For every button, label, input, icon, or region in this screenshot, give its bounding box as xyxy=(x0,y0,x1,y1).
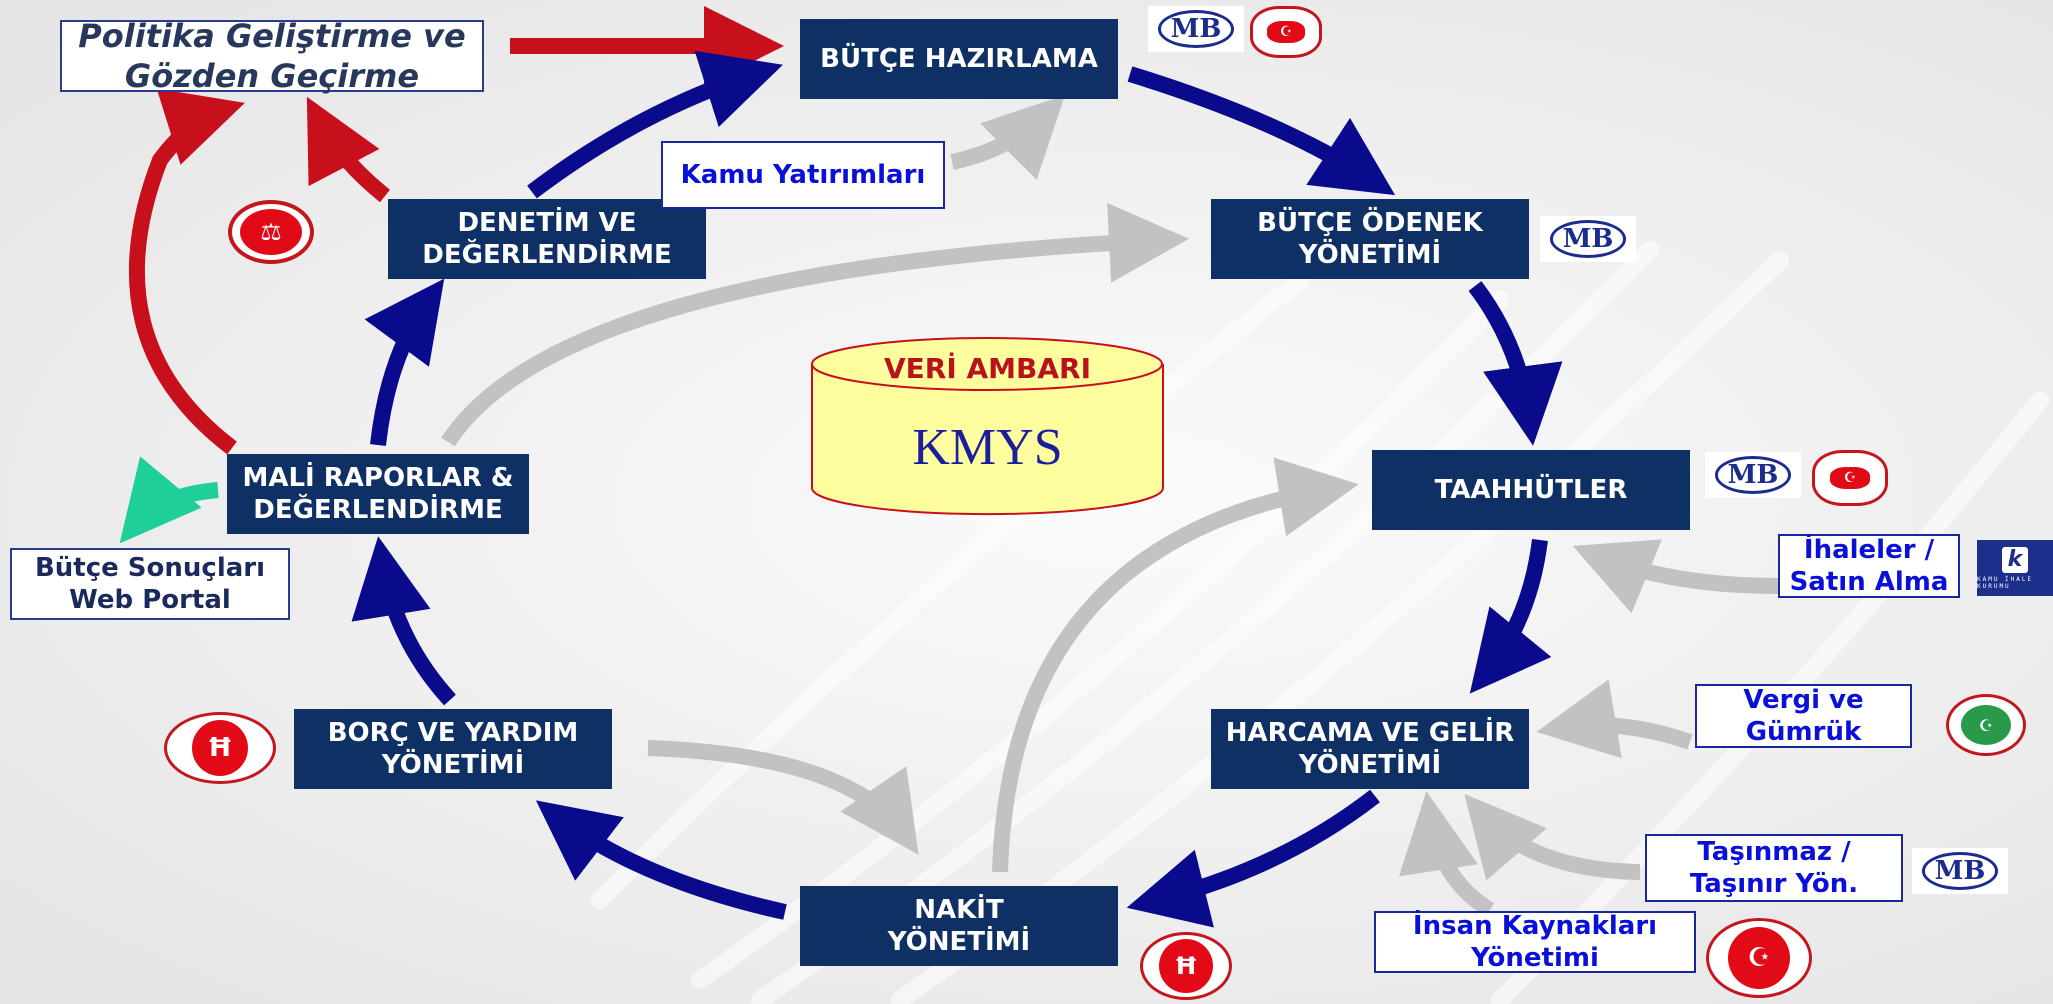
devlet-personel-baskanligi-logo: ☪ xyxy=(1706,918,1812,998)
data-warehouse-title: VERİ AMBARI xyxy=(883,352,1092,385)
arrow-denetim-to-politika xyxy=(306,96,391,203)
arrow-mali-to-odenek xyxy=(441,202,1189,447)
input-vergi-label: Vergi ve Gümrük xyxy=(1743,685,1864,747)
input-insan-kaynaklari-label: İnsan Kaynakları Yönetimi xyxy=(1412,911,1658,973)
arrow-borc-to-mali xyxy=(351,536,456,706)
node-butce-odenek-label: BÜTÇE ÖDENEK YÖNETİMİ xyxy=(1257,208,1483,270)
mb-icon: MB xyxy=(1549,220,1627,258)
maliye-bakanligi-logo-4: MB xyxy=(1912,848,2008,894)
mb-icon: MB xyxy=(1921,852,1999,890)
data-warehouse-cylinder: VERİ AMBARI KMYS xyxy=(810,336,1165,518)
input-kamu-yatirimlari: Kamu Yatırımları xyxy=(661,141,945,209)
scales-icon: ⚖ xyxy=(240,209,302,255)
maliye-bakanligi-logo-2: MB xyxy=(1540,216,1636,262)
output-butce-portal-label: Bütçe Sonuçları Web Portal xyxy=(34,553,266,615)
gelir-idaresi-logo: ☪ xyxy=(1946,694,2026,756)
input-tasinmaz: Taşınmaz / Taşınır Yön. xyxy=(1645,834,1903,902)
input-tasinmaz-label: Taşınmaz / Taşınır Yön. xyxy=(1689,837,1859,899)
node-butce-hazirlama-label: BÜTÇE HAZIRLAMA xyxy=(820,44,1098,74)
arrow-butce-to-odenek xyxy=(1127,66,1396,196)
kik-text: KAMU İHALE KURUMU xyxy=(1977,575,2034,590)
kamu-ihale-kurumu-logo: k KAMU İHALE KURUMU xyxy=(1977,540,2053,596)
arrow-borc-to-nakit xyxy=(647,740,919,855)
arrow-taahhut-to-harcama xyxy=(1469,539,1552,694)
input-ihaleler-label: İhaleler / Satın Alma xyxy=(1789,535,1949,597)
sayistay-logo: ⚖ xyxy=(228,200,314,264)
arrow-ik-to-harcama xyxy=(1399,791,1495,917)
node-denetim: DENETİM VE DEĞERLENDİRME xyxy=(388,199,706,279)
arrow-denetim-to-butce xyxy=(527,50,783,199)
arrow-odenek-to-taahhut xyxy=(1468,281,1563,446)
data-warehouse-label: KMYS xyxy=(912,419,1063,476)
input-insan-kaynaklari: İnsan Kaynakları Yönetimi xyxy=(1374,911,1696,973)
crescent-star-icon: ☪ xyxy=(1830,467,1870,489)
input-kamu-yatirimlari-label: Kamu Yatırımları xyxy=(680,160,926,190)
kalkinma-bakanligi-logo: ☪ xyxy=(1250,6,1322,58)
output-butce-portal: Bütçe Sonuçları Web Portal xyxy=(10,548,290,620)
kalkinma-bakanligi-logo-2: ☪ xyxy=(1812,450,1888,506)
node-nakit-label: NAKİT YÖNETİMİ xyxy=(887,895,1031,957)
policy-box: Politika Geliştirme ve Gözden Geçirme xyxy=(60,17,484,95)
arrow-mali-to-politika xyxy=(128,88,245,455)
arrow-mali-to-portal xyxy=(119,456,219,544)
mb-icon: MB xyxy=(1714,456,1792,494)
node-butce-odenek: BÜTÇE ÖDENEK YÖNETİMİ xyxy=(1211,199,1529,279)
node-borc-yardim-label: BORÇ VE YARDIM YÖNETİMİ xyxy=(327,718,579,780)
arrow-ihale-to-taahhut xyxy=(1572,539,1779,614)
arrow-nakit-to-borc xyxy=(535,800,787,920)
hazine-icon: Ħ xyxy=(192,720,248,776)
arrow-nakit-to-taahhut xyxy=(992,457,1359,873)
arrow-mali-to-denetim xyxy=(364,278,445,446)
node-mali-raporlar: MALİ RAPORLAR & DEĞERLENDİRME xyxy=(227,454,529,534)
arrow-harcama-to-nakit xyxy=(1126,789,1380,928)
arrow-tasinmaz-to-harcama xyxy=(1464,793,1641,881)
arrow-kamu-to-butce xyxy=(950,95,1065,180)
mb-icon: MB xyxy=(1157,10,1235,48)
hazine-mustesarligi-logo-2: Ħ xyxy=(1140,932,1232,1000)
crescent-star-icon: ☪ xyxy=(1267,21,1305,43)
arrow-vergi-to-harcama xyxy=(1536,679,1693,759)
hazine-icon: Ħ xyxy=(1159,939,1213,993)
node-denetim-label: DENETİM VE DEĞERLENDİRME xyxy=(422,208,672,270)
policy-label: Politika Geliştirme ve Gözden Geçirme xyxy=(78,17,466,95)
node-harcama-gelir-label: HARCAMA VE GELİR YÖNETİMİ xyxy=(1225,718,1515,780)
input-vergi: Vergi ve Gümrük xyxy=(1695,684,1912,748)
node-mali-raporlar-label: MALİ RAPORLAR & DEĞERLENDİRME xyxy=(242,463,514,525)
maliye-bakanligi-logo-3: MB xyxy=(1705,452,1801,498)
crescent-star-icon: ☪ xyxy=(1728,927,1790,989)
node-butce-hazirlama: BÜTÇE HAZIRLAMA xyxy=(800,19,1118,99)
node-nakit: NAKİT YÖNETİMİ xyxy=(800,886,1118,966)
node-harcama-gelir: HARCAMA VE GELİR YÖNETİMİ xyxy=(1211,709,1529,789)
node-borc-yardim: BORÇ VE YARDIM YÖNETİMİ xyxy=(294,709,612,789)
kik-icon: k xyxy=(2002,546,2028,573)
node-taahhutler: TAAHHÜTLER xyxy=(1372,450,1690,530)
node-taahhutler-label: TAAHHÜTLER xyxy=(1434,475,1628,505)
maliye-bakanligi-logo: MB xyxy=(1148,6,1244,52)
crescent-star-icon: ☪ xyxy=(1961,705,2011,745)
hazine-mustesarligi-logo: Ħ xyxy=(164,712,276,784)
input-ihaleler: İhaleler / Satın Alma xyxy=(1778,534,1960,598)
